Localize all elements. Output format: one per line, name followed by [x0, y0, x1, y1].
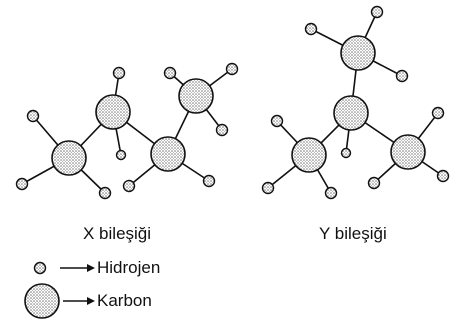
- hydrogen-atom: [395, 69, 409, 83]
- legend-hydrogen-symbol: [33, 261, 47, 275]
- legend-carbon-arrowhead: [87, 297, 95, 305]
- hydrogen-atom: [98, 186, 112, 200]
- x-compound-carbons: [51, 78, 214, 176]
- hydrogen-atom: [431, 106, 445, 120]
- y-compound-label: Y bileşiği: [319, 224, 387, 243]
- carbon-atom: [51, 140, 87, 176]
- y-compound-hydrogens: [261, 5, 450, 200]
- carbon-atom: [95, 94, 131, 130]
- x-compound-hydrogens: [15, 62, 239, 200]
- hydrogen-atom: [112, 66, 126, 80]
- hydrogen-atom: [340, 147, 352, 159]
- hydrogen-atom: [163, 66, 177, 80]
- legend-hydrogen-label: Hidrojen: [97, 258, 161, 277]
- legend: [24, 261, 95, 319]
- carbon-atom: [291, 137, 327, 173]
- carbon-atom: [340, 35, 376, 71]
- hydrogen-atom: [370, 5, 384, 19]
- hydrogen-atom: [304, 22, 318, 36]
- hydrogen-atom: [324, 186, 338, 200]
- carbon-atom: [150, 136, 186, 172]
- x-compound-label: X bileşiği: [83, 224, 152, 243]
- hydrogen-atom: [367, 176, 381, 190]
- hydrogen-atom: [225, 62, 239, 76]
- hydrogen-atom: [122, 179, 136, 193]
- hydrogen-atom: [436, 169, 450, 183]
- hydrogen-atom: [215, 123, 229, 137]
- hydrogen-atom: [26, 109, 40, 123]
- legend-hydrogen-arrowhead: [87, 264, 95, 272]
- hydrogen-atom: [15, 177, 29, 191]
- hydrogen-atom: [115, 149, 127, 161]
- y-compound-carbons: [291, 35, 426, 173]
- hydrogen-atom: [261, 181, 275, 195]
- hydrogen-atom: [202, 174, 216, 188]
- legend-carbon-label: Karbon: [97, 291, 152, 310]
- carbon-atom: [333, 95, 369, 131]
- legend-carbon-symbol: [24, 283, 60, 319]
- carbon-atom: [390, 134, 426, 170]
- carbon-atom: [178, 78, 214, 114]
- hydrogen-atom: [270, 114, 284, 128]
